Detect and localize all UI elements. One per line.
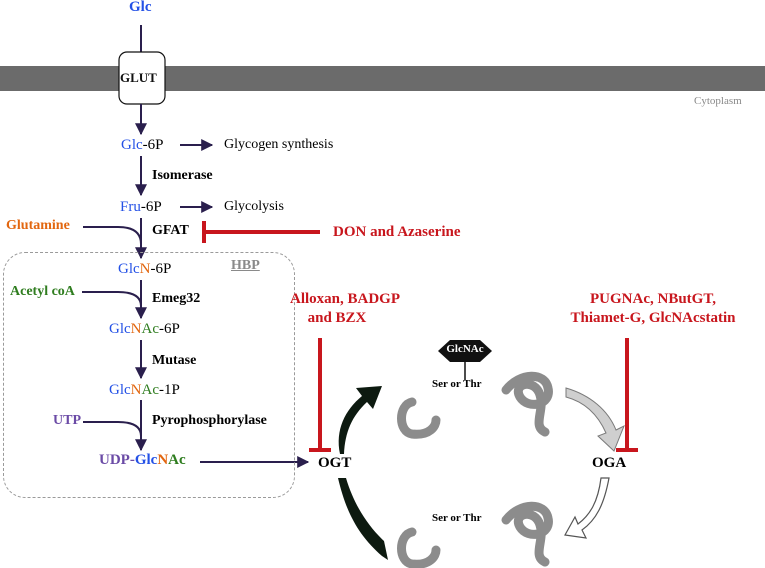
oga-inhibitor-line2: Thiamet-G, GlcNAcstatin	[570, 310, 736, 326]
fru6p-label: Fru-6P	[120, 199, 162, 215]
hbp-box	[3, 252, 295, 498]
glcnac6p-label: GlcNAc-6P	[109, 321, 180, 337]
glut-label: GLUT	[120, 70, 157, 85]
utp-label: UTP	[53, 413, 81, 428]
ser-thr-bottom-label: Ser or Thr	[432, 512, 482, 524]
glutamine-input-curve	[83, 226, 142, 245]
cell-membrane	[0, 66, 765, 91]
emeg32-label: Emeg32	[152, 291, 201, 306]
protein-top-left	[397, 397, 441, 439]
acetyl-coa-label: Acetyl coA	[10, 284, 75, 299]
cytoplasm-label: Cytoplasm	[694, 95, 742, 107]
utp-input-curve	[83, 421, 142, 437]
oga-upper-arrow	[565, 387, 625, 452]
mutase-label: Mutase	[152, 353, 197, 368]
ogt-upper-arrow	[338, 386, 382, 454]
don-azaserine-label: DON and Azaserine	[333, 224, 461, 240]
ser-thr-top-label: Ser or Thr	[432, 378, 482, 390]
oga-label: OGA	[592, 455, 627, 471]
glc6p-label: Glc-6P	[121, 137, 164, 153]
ogt-inhibitor-line2: and BZX	[307, 310, 367, 326]
acetyl-coa-input-curve	[82, 291, 142, 307]
gfat-enzyme-label: GFAT	[152, 223, 189, 238]
ogt-inhibitor-line1: Alloxan, BADGP	[290, 291, 401, 307]
glcnac-hexagon	[438, 340, 492, 362]
glycolysis-label: Glycolysis	[224, 199, 284, 214]
glutamine-label: Glutamine	[6, 218, 70, 233]
glcnac-tag-label: GlcNAc	[446, 343, 484, 355]
ogt-lower-arrow	[338, 478, 388, 560]
isomerase-label: Isomerase	[152, 168, 213, 183]
oga-lower-arrow	[564, 477, 610, 539]
glycogen-synthesis-label: Glycogen synthesis	[224, 137, 334, 152]
protein-bottom-left	[397, 527, 441, 568]
udp-glcnac-label: UDP-GlcNAc	[99, 452, 186, 468]
glcn6p-label: GlcN-6P	[118, 261, 172, 277]
protein-bottom-right	[501, 501, 553, 567]
protein-top-right	[501, 371, 553, 437]
oga-inhibitor-line1: PUGNAc, NButGT,	[590, 291, 716, 307]
glcnac1p-label: GlcNAc-1P	[109, 382, 180, 398]
pyrophosphorylase-label: Pyrophosphorylase	[152, 413, 267, 428]
glc-label: Glc	[129, 0, 152, 15]
ogt-label: OGT	[318, 455, 352, 471]
hbp-label: HBP	[231, 258, 260, 273]
